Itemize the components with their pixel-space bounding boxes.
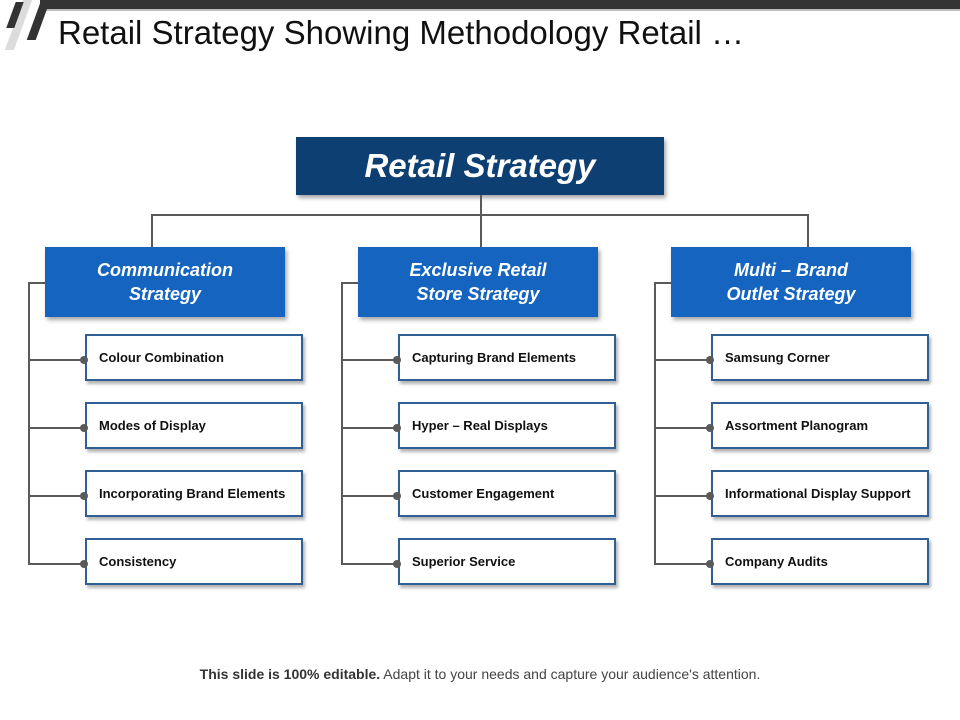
list-item: Samsung Corner [711, 334, 929, 381]
item-connector [654, 427, 710, 429]
category-title-line1: Exclusive Retail [409, 260, 547, 280]
item-connector [341, 359, 397, 361]
bullet-dot-icon [393, 424, 401, 432]
root-node: Retail Strategy [296, 137, 664, 195]
bullet-dot-icon [706, 356, 714, 364]
bullet-dot-icon [80, 560, 88, 568]
root-connector [480, 195, 482, 215]
bullet-dot-icon [80, 424, 88, 432]
bullet-dot-icon [393, 356, 401, 364]
category-title-line2: Outlet Strategy [726, 284, 856, 304]
item-connector [341, 495, 397, 497]
bullet-dot-icon [393, 560, 401, 568]
vertical-connector [654, 282, 656, 565]
list-item: Customer Engagement [398, 470, 616, 517]
list-item: Modes of Display [85, 402, 303, 449]
bullet-dot-icon [393, 492, 401, 500]
item-connector [28, 563, 84, 565]
footer-bold: This slide is 100% editable. [199, 666, 381, 682]
bullet-dot-icon [80, 356, 88, 364]
branch-connector [654, 282, 671, 284]
footer-note: This slide is 100% editable. Adapt it to… [0, 666, 960, 682]
list-item: Colour Combination [85, 334, 303, 381]
decor-slash-dark [26, 0, 51, 40]
top-bar [40, 0, 960, 9]
list-item: Consistency [85, 538, 303, 585]
list-item: Assortment Planogram [711, 402, 929, 449]
item-connector [28, 495, 84, 497]
list-item: Informational Display Support [711, 470, 929, 517]
connector-cat-2 [480, 214, 482, 247]
connector-cat-3 [807, 214, 809, 247]
vertical-connector [341, 282, 343, 565]
footer-text: Adapt it to your needs and capture your … [380, 666, 761, 682]
list-item: Company Audits [711, 538, 929, 585]
branch-connector [341, 282, 358, 284]
list-item: Superior Service [398, 538, 616, 585]
bullet-dot-icon [706, 424, 714, 432]
category-title-line2: Strategy [128, 284, 201, 304]
list-item: Capturing Brand Elements [398, 334, 616, 381]
bullet-dot-icon [80, 492, 88, 500]
bullet-dot-icon [706, 492, 714, 500]
item-connector [654, 563, 710, 565]
item-connector [341, 427, 397, 429]
connector-cat-1 [151, 214, 153, 247]
list-item: Incorporating Brand Elements [85, 470, 303, 517]
vertical-connector [28, 282, 30, 565]
category-title-line1: Communication [96, 260, 233, 280]
top-bar-accent [40, 9, 960, 11]
item-connector [28, 427, 84, 429]
item-connector [654, 495, 710, 497]
item-connector [341, 563, 397, 565]
category-title-line1: Multi – Brand [733, 260, 848, 280]
branch-connector [28, 282, 45, 284]
list-item: Hyper – Real Displays [398, 402, 616, 449]
category-title-line2: Store Strategy [416, 284, 540, 304]
bullet-dot-icon [706, 560, 714, 568]
item-connector [654, 359, 710, 361]
slide-title: Retail Strategy Showing Methodology Reta… [58, 14, 745, 51]
item-connector [28, 359, 84, 361]
